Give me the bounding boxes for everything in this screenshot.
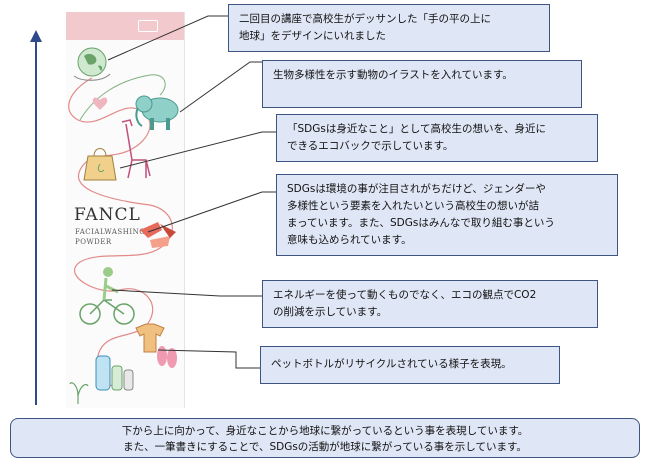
callout-animals: 生物多様性を示す動物のイラストを入れています。 [262, 60, 582, 108]
diverse-hands-icon [140, 222, 176, 248]
heart-icon [92, 97, 108, 110]
plant-icon [69, 382, 89, 404]
summary-line1: 下から上に向かって、身近なことから地球に繋がっているという事を表現しています。 [121, 425, 529, 437]
product-package: FANCL FACIALWASHING POWDER [66, 12, 185, 408]
recycled-bottles-icon [95, 355, 134, 391]
sandals-icon [157, 346, 177, 368]
brand-name: FANCL [74, 205, 141, 225]
eco-bag-icon [83, 148, 117, 181]
t-shirt-icon [135, 323, 165, 353]
callout-globe: 二回目の講座で高校生がデッサンした「手の平の上に 地球」をデザインにいれました [228, 4, 550, 52]
callout-bottles: ペットボトルがリサイクルされている様子を表現。 [260, 346, 560, 384]
giraffe-icon [121, 119, 151, 179]
summary-box: 下から上に向かって、身近なことから地球に繋がっているという事を表現しています。 … [10, 418, 640, 458]
product-name-line1: FACIALWASHING [75, 228, 146, 236]
globe-in-hand-icon [73, 47, 111, 81]
summary-line2: また、一筆書きにすることで、SDGsの活動が地球に繋がっている事を示しています。 [123, 441, 527, 453]
package-logo-mark [138, 20, 158, 32]
callout-diversity: SDGsは環境の事が注目されがちだけど、ジェンダーや 多様性という要素を入れたい… [276, 174, 618, 256]
callout-eco-bag: 「SDGsは身近なこと」として高校生の想いを、身近に できるエコバックで示してい… [276, 114, 598, 162]
callout-bicycle: エネルギーを使って動くものでなく、エコの観点でCO2 の削減を示しています。 [262, 280, 598, 328]
connector-lines [107, 15, 276, 369]
elephant-icon [135, 95, 179, 130]
product-name-line2: POWDER [75, 238, 112, 246]
one-stroke-line [68, 77, 173, 389]
bicycle-icon [79, 267, 135, 325]
